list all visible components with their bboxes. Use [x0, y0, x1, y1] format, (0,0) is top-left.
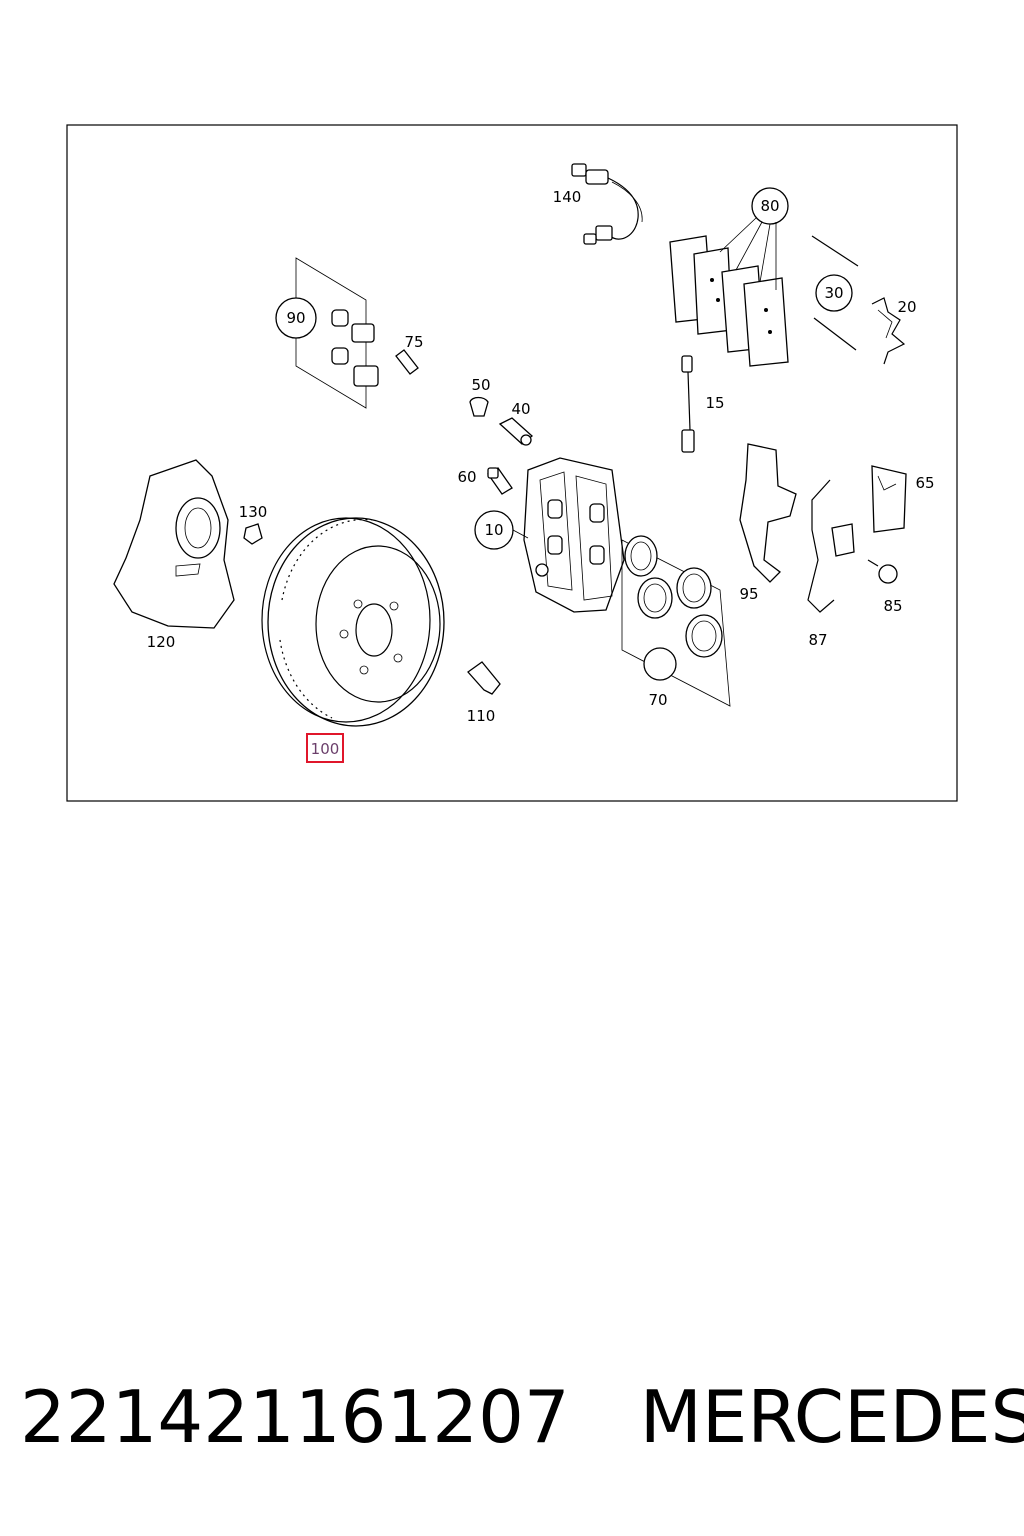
callout-65: 65 [915, 474, 934, 492]
bolt-part-60 [487, 467, 513, 495]
callout-100: 100 [311, 740, 340, 758]
guide-pins-part-30 [811, 235, 859, 351]
diagram-frame [66, 124, 958, 802]
pin-part-75 [395, 349, 419, 375]
callout-60: 60 [457, 468, 476, 486]
callout-95: 95 [739, 585, 758, 603]
callout-140: 140 [553, 188, 582, 206]
seal-kit-part-70 [621, 535, 731, 707]
callout-50: 50 [471, 376, 490, 394]
callout-30: 30 [824, 284, 843, 302]
brake-pads-part-80 [669, 235, 789, 367]
nut-part-130 [243, 523, 263, 545]
bleeder-cap-part-50 [469, 396, 489, 417]
callout-40: 40 [511, 400, 530, 418]
callout-75: 75 [404, 333, 423, 351]
callout-90-circle [275, 297, 317, 339]
pad-sensor-part-65 [871, 465, 907, 533]
splash-shield-part-120 [113, 459, 235, 629]
callout-90: 90 [286, 309, 305, 327]
screw-part-85 [867, 559, 898, 584]
bracket-part-95 [739, 443, 797, 583]
brand-name: MERCEDES [639, 1375, 1024, 1459]
callout-70: 70 [648, 691, 667, 709]
spring-clip-part-20 [871, 297, 906, 365]
callout-15: 15 [705, 394, 724, 412]
callout-87: 87 [808, 631, 827, 649]
callout-20: 20 [897, 298, 916, 316]
spring-part-87 [807, 479, 855, 613]
brake-disc-part-100 [261, 517, 445, 727]
screw-part-110 [467, 661, 501, 695]
brake-caliper-part-10 [523, 457, 625, 613]
highlight-box-100 [306, 733, 344, 763]
callout-130: 130 [239, 503, 268, 521]
callout-110: 110 [467, 707, 496, 725]
bushing-kit-part-90 [295, 257, 379, 409]
callout-30-circle [815, 274, 853, 312]
callout-120: 120 [147, 633, 176, 651]
bleeder-valve-part-40 [498, 417, 534, 446]
wear-sensor-part-140 [571, 163, 643, 245]
part-number: 221421161207 [20, 1375, 570, 1459]
brake-hose-part-15 [681, 355, 695, 453]
footer-caption: 221421161207 MERCEDES [20, 1372, 1024, 1462]
callout-10: 10 [484, 521, 503, 539]
callout-80: 80 [760, 197, 779, 215]
callout-85: 85 [883, 597, 902, 615]
